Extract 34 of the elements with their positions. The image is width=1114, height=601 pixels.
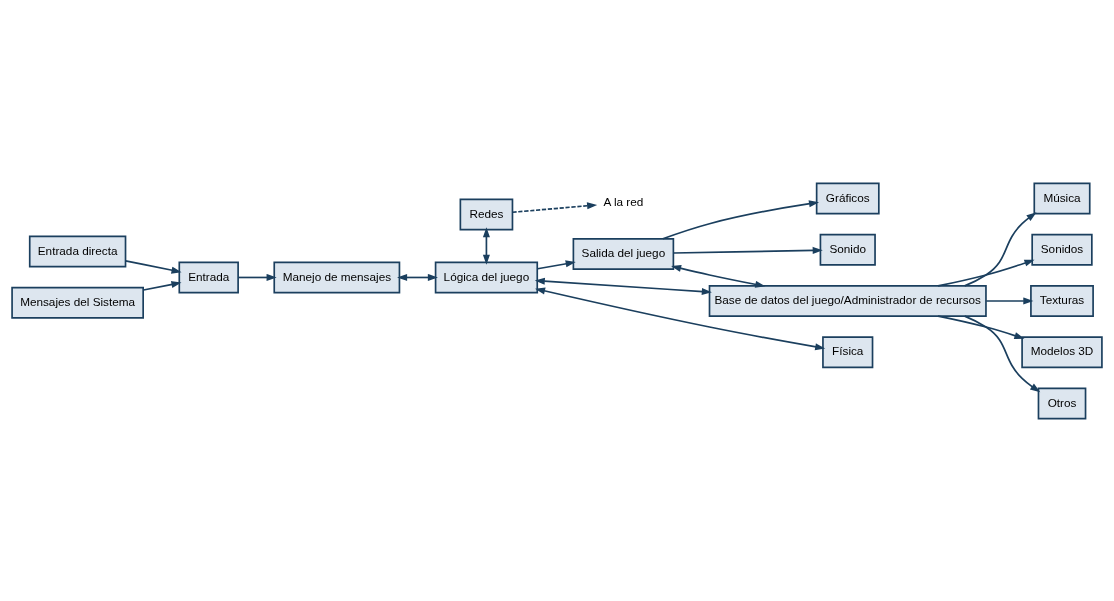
- node-box: Base de datos del juego/Administrador de recursos: [708, 284, 987, 317]
- node-box: Física: [822, 335, 874, 368]
- arrow: [662, 199, 820, 240]
- arrow: [937, 314, 1025, 339]
- node-box: Otros: [1037, 387, 1087, 419]
- node-text: A la red: [603, 194, 644, 208]
- arrow: [482, 226, 490, 265]
- node-box: Entrada directa: [28, 234, 127, 267]
- arrow: [237, 273, 277, 281]
- arrow: [937, 259, 1035, 287]
- arrow: [535, 287, 826, 350]
- node-box: Sonidos: [1031, 233, 1093, 266]
- node-box: Mensajes del Sistema: [11, 286, 144, 319]
- node-box: Texturas: [1030, 284, 1094, 317]
- node-box: Música: [1033, 182, 1091, 214]
- node-box: Lógica del juego: [434, 261, 539, 293]
- node-box: Redes: [459, 198, 514, 230]
- node-box: Salida del juego: [572, 237, 675, 270]
- arrow: [142, 280, 182, 291]
- node-box: Sonido: [819, 233, 876, 266]
- arrow: [534, 277, 712, 295]
- arrow: [536, 259, 576, 270]
- node-box: Gráficos: [815, 182, 880, 214]
- arrow: [963, 211, 1037, 287]
- node-box: Entrada: [178, 261, 239, 293]
- arrow: [963, 314, 1041, 392]
- arrow: [511, 201, 598, 213]
- node-box: Manejo de mensajes: [273, 261, 401, 293]
- arrow: [985, 296, 1034, 305]
- arrow: [671, 264, 766, 288]
- arrow: [672, 246, 823, 254]
- arrow: [124, 259, 182, 274]
- node-box: Modelos 3D: [1021, 335, 1103, 368]
- arrow: [397, 273, 438, 281]
